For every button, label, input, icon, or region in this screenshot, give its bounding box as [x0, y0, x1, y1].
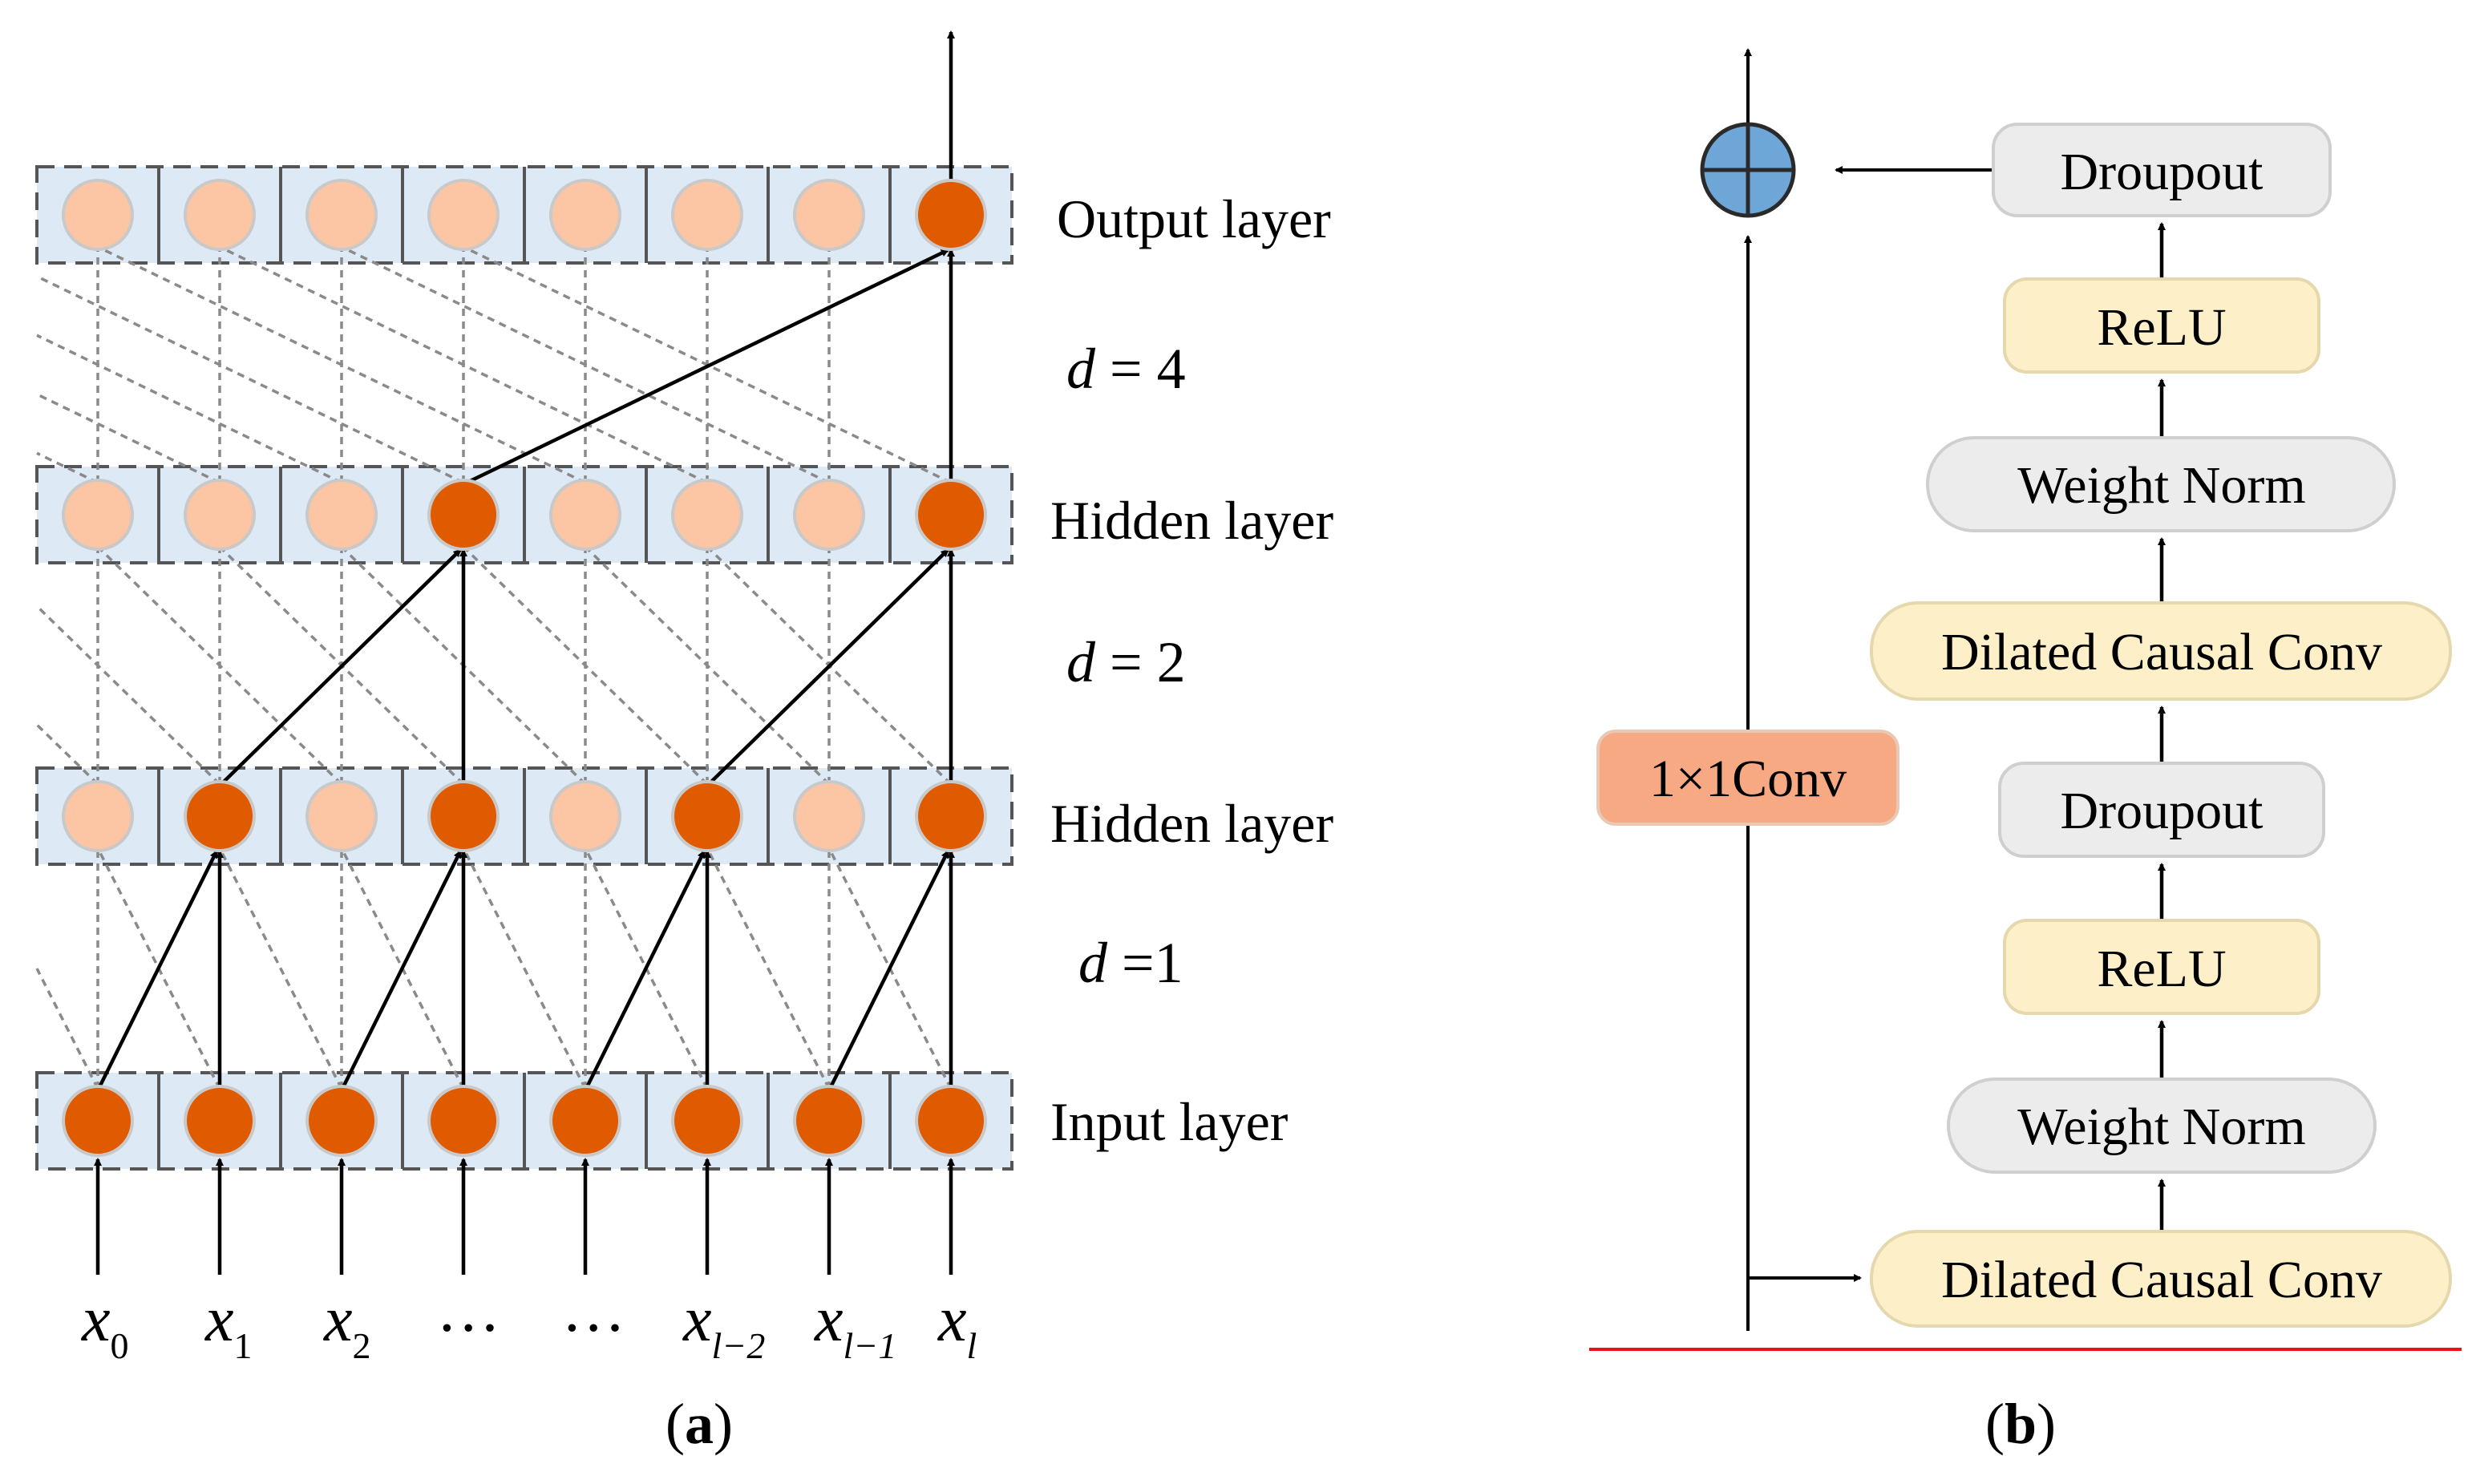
inactive-node-hidden-top-2: [305, 479, 378, 551]
input-x-l: xl: [937, 1284, 977, 1366]
inactive-node-output-1: [184, 179, 256, 251]
inactive-node-output-4: [549, 179, 621, 251]
inactive-node-hidden-top-6: [793, 479, 865, 551]
active-node-hidden-bottom-7: [915, 780, 987, 852]
dashed-connection: [97, 245, 586, 484]
caption-b: (b): [1985, 1392, 2056, 1456]
block-dropout-bottom: Droupout: [1998, 762, 2325, 858]
input-ellipsis-2: …: [566, 1275, 623, 1345]
dilation-label-1: d =1: [1078, 931, 1183, 995]
inactive-node-output-2: [305, 179, 378, 251]
inactive-node-hidden-top-0: [62, 479, 134, 551]
dashed-connection: [706, 847, 831, 1090]
svg-text:ReLU: ReLU: [2097, 298, 2226, 357]
sum-node: [1700, 122, 1796, 218]
block-relu-bottom: ReLU: [2003, 919, 2320, 1015]
block-dropout-top: Droupout: [1992, 123, 2332, 217]
active-node-output-7: [915, 179, 987, 251]
inactive-node-hidden-top-4: [549, 479, 621, 551]
hidden-layer-bottom-label: Hidden layer: [1050, 793, 1333, 854]
dashed-connection: [462, 847, 587, 1090]
output-layer-label: Output layer: [1057, 188, 1331, 249]
input-x-l-minus-2: xl−2: [682, 1284, 765, 1366]
dashed-connection: [36, 275, 464, 484]
layer-nodes: [62, 179, 987, 1157]
dashed-connection: [341, 245, 830, 484]
svg-text:Dilated Causal Conv: Dilated Causal Conv: [1941, 623, 2382, 681]
active-node-input-0: [62, 1085, 134, 1157]
dashed-connection: [219, 245, 708, 484]
dashed-connection: [35, 723, 99, 786]
active-node-input-3: [427, 1085, 500, 1157]
active-node-hidden-top-7: [915, 479, 987, 551]
panel-b: 1×1Conv Droupout ReLU Weight Norm Dilate…: [1589, 48, 2462, 1456]
input-arrows: [94, 1158, 955, 1275]
active-node-input-4: [549, 1085, 621, 1157]
dilation-label-4: d = 4: [1066, 337, 1186, 401]
input-x0: x0: [81, 1284, 129, 1366]
dashed-connection: [36, 334, 342, 484]
active-connections: [95, 30, 955, 1092]
input-x1: x1: [204, 1284, 253, 1366]
active-arrow: [339, 850, 463, 1092]
inactive-node-hidden-bottom-2: [305, 780, 378, 852]
active-node-input-6: [793, 1085, 865, 1157]
active-node-input-5: [671, 1085, 743, 1157]
svg-text:Droupout: Droupout: [2061, 143, 2264, 201]
inactive-node-output-6: [793, 179, 865, 251]
dashed-connection: [35, 605, 221, 786]
active-arrow: [463, 248, 949, 487]
active-node-input-2: [305, 1085, 378, 1157]
inactive-node-hidden-top-5: [671, 479, 743, 551]
inactive-node-hidden-bottom-4: [549, 780, 621, 852]
svg-text:Dilated Causal Conv: Dilated Causal Conv: [1941, 1251, 2382, 1309]
block-weight-norm-bottom: Weight Norm: [1947, 1078, 2377, 1174]
dashed-connection: [584, 545, 831, 786]
input-x2: x2: [323, 1284, 371, 1366]
dashed-connection: [36, 393, 220, 484]
dashed-connection: [36, 451, 99, 484]
svg-text:Weight Norm: Weight Norm: [2017, 456, 2305, 515]
inactive-node-output-0: [62, 179, 134, 251]
active-node-hidden-bottom-3: [427, 780, 500, 852]
active-arrow: [827, 850, 950, 1092]
inactive-node-output-5: [671, 179, 743, 251]
svg-text:Droupout: Droupout: [2061, 782, 2264, 840]
active-node-input-1: [184, 1085, 256, 1157]
inactive-node-hidden-bottom-0: [62, 780, 134, 852]
dashed-connection: [462, 545, 709, 786]
caption-a: (a): [666, 1392, 733, 1456]
inactive-node-hidden-bottom-6: [793, 780, 865, 852]
input-ellipsis-1: …: [441, 1275, 498, 1345]
input-layer-label: Input layer: [1050, 1091, 1289, 1152]
dilation-grid-lines: [35, 245, 953, 1090]
block-dilated-conv-top: Dilated Causal Conv: [1870, 601, 2452, 701]
block-dilated-conv-bottom: Dilated Causal Conv: [1870, 1230, 2452, 1328]
active-node-hidden-top-3: [427, 479, 500, 551]
dashed-connection: [96, 545, 343, 786]
active-node-hidden-bottom-1: [184, 780, 256, 852]
panel-a: Output layer Hidden layer Hidden layer I…: [35, 30, 1333, 1456]
dilation-label-2: d = 2: [1066, 630, 1186, 694]
input-x-l-minus-1: xl−1: [814, 1284, 896, 1366]
active-arrow: [95, 850, 219, 1092]
conv-1x1-label: 1×1Conv: [1649, 750, 1847, 808]
svg-text:ReLU: ReLU: [2097, 940, 2226, 998]
active-arrow: [218, 548, 462, 787]
svg-text:Weight Norm: Weight Norm: [2017, 1098, 2305, 1156]
block-weight-norm-top: Weight Norm: [1926, 436, 2396, 532]
active-arrow: [706, 548, 949, 787]
block-relu-top: ReLU: [2003, 277, 2320, 374]
active-arrow: [583, 850, 706, 1092]
active-node-input-7: [915, 1085, 987, 1157]
conv-1x1-box: 1×1Conv: [1596, 730, 1899, 826]
dashed-connection: [218, 847, 343, 1090]
active-node-hidden-bottom-5: [671, 780, 743, 852]
inactive-node-hidden-top-1: [184, 479, 256, 551]
inactive-node-output-3: [427, 179, 500, 251]
dashed-connection: [35, 968, 99, 1090]
hidden-layer-top-label: Hidden layer: [1050, 490, 1333, 551]
